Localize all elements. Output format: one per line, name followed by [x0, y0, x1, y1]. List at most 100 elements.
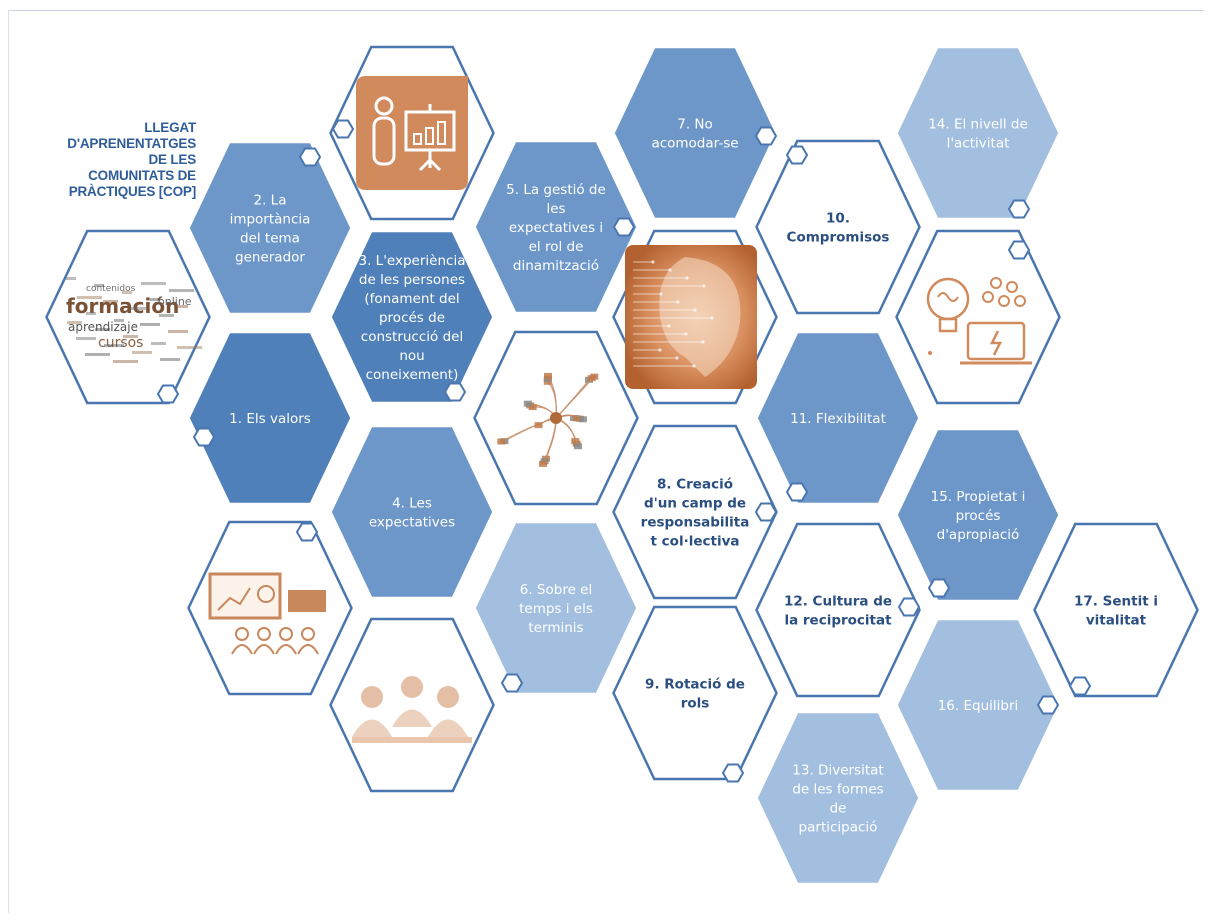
mind-map-node [534, 422, 543, 429]
circuit-dot [658, 348, 662, 352]
bar-icon [425, 127, 434, 145]
circuit-dot [685, 276, 689, 280]
table-edge [352, 737, 472, 743]
circuit-dot [667, 324, 671, 328]
circuit-dot [668, 268, 672, 272]
hexagon-3: 1. Els valors [187, 330, 353, 506]
audience-body-icon [297, 644, 319, 655]
mind-map-node [497, 438, 506, 445]
word-cloud-filler [140, 323, 160, 326]
circuit-dot [684, 332, 688, 336]
word-cloud-filler [94, 284, 104, 287]
word-cloud-filler [103, 300, 118, 303]
person-photo-body [352, 719, 392, 737]
circuit-dot [710, 316, 714, 320]
hexagon-shape [755, 710, 921, 886]
connector-hex-icon [612, 217, 636, 237]
hexagon-shape [895, 229, 1061, 405]
word-cloud-word: formación [66, 294, 179, 318]
mind-map-node [578, 416, 587, 423]
head-silhouette [659, 257, 741, 377]
word-cloud-filler [123, 335, 138, 338]
connector-hex-icon [754, 126, 778, 146]
audience-head-icon [279, 627, 293, 641]
hexagon-shape [895, 617, 1061, 793]
diagram-frame [8, 10, 1204, 913]
circuit-dot [651, 260, 655, 264]
hexagon-shape [612, 45, 778, 221]
person-photo-head [401, 676, 423, 698]
hexagon-shape [612, 424, 778, 600]
connector-hex-icon [500, 673, 524, 693]
lightning-icon [989, 330, 1003, 356]
easel-leg-icon [428, 158, 442, 172]
mind-map-node [543, 372, 552, 379]
hexagon-11: 11. Flexibilitat [755, 330, 921, 506]
mind-map-node [574, 443, 583, 450]
word-cloud-filler [160, 358, 180, 361]
hexagon-shape [1033, 522, 1199, 698]
sparkle-icon [928, 351, 932, 355]
circuit-dot [701, 340, 705, 344]
word-cloud-word: aprendizaje [68, 320, 138, 334]
word-cloud-filler [66, 277, 76, 280]
team-member-icon [982, 291, 994, 303]
audience-head-icon [301, 627, 315, 641]
hexagon-shape [895, 45, 1061, 221]
hexagon-shape [612, 605, 778, 781]
hexagon-shape [329, 424, 495, 600]
word-cloud-filler [67, 321, 82, 324]
word-cloud-image: contenidosformaciónonlineaprendizajecurs… [45, 229, 211, 405]
hexagon-16: 16. Equilibri [895, 617, 1061, 793]
audience-body-icon [275, 644, 297, 655]
mind-map-node [539, 460, 548, 467]
word-cloud-filler [131, 307, 146, 310]
word-cloud-filler [168, 330, 188, 333]
mind-map-center [550, 412, 562, 424]
pie-chart-icon [257, 585, 275, 603]
hexagon-shape [187, 140, 353, 316]
team-member-icon [1014, 295, 1026, 307]
word-cloud-filler [85, 353, 110, 356]
word-cloud-filler [86, 312, 96, 315]
connector-hex-icon [1007, 199, 1031, 219]
connector-hex-icon [754, 502, 778, 522]
lightbulb-team-icon [895, 229, 1061, 405]
word-cloud-filler [177, 346, 202, 349]
hexagon-shape [473, 139, 639, 315]
circuit-dot [702, 284, 706, 288]
mind-map-node [590, 373, 599, 380]
hexagon-shape [755, 330, 921, 506]
easel-leg-icon [418, 158, 432, 172]
person-photo-head [361, 686, 383, 708]
audience-body-icon [253, 644, 275, 655]
hexagon-shape [473, 520, 639, 696]
word-cloud-filler [122, 291, 132, 294]
bar-chart-panel-icon [288, 590, 326, 612]
hexagon-label: 1. Els valors [229, 411, 311, 427]
bar-icon [437, 121, 446, 145]
person-head-icon [374, 96, 394, 116]
word-cloud-filler [95, 328, 110, 331]
presentation-icon [329, 45, 495, 221]
connector-hex-icon [1036, 695, 1060, 715]
word-cloud-filler [77, 296, 102, 299]
circuit-dot [693, 308, 697, 312]
icon-background [356, 76, 468, 190]
lightbulb-base-icon [938, 317, 958, 333]
classroom-presentation-icon [187, 520, 353, 696]
